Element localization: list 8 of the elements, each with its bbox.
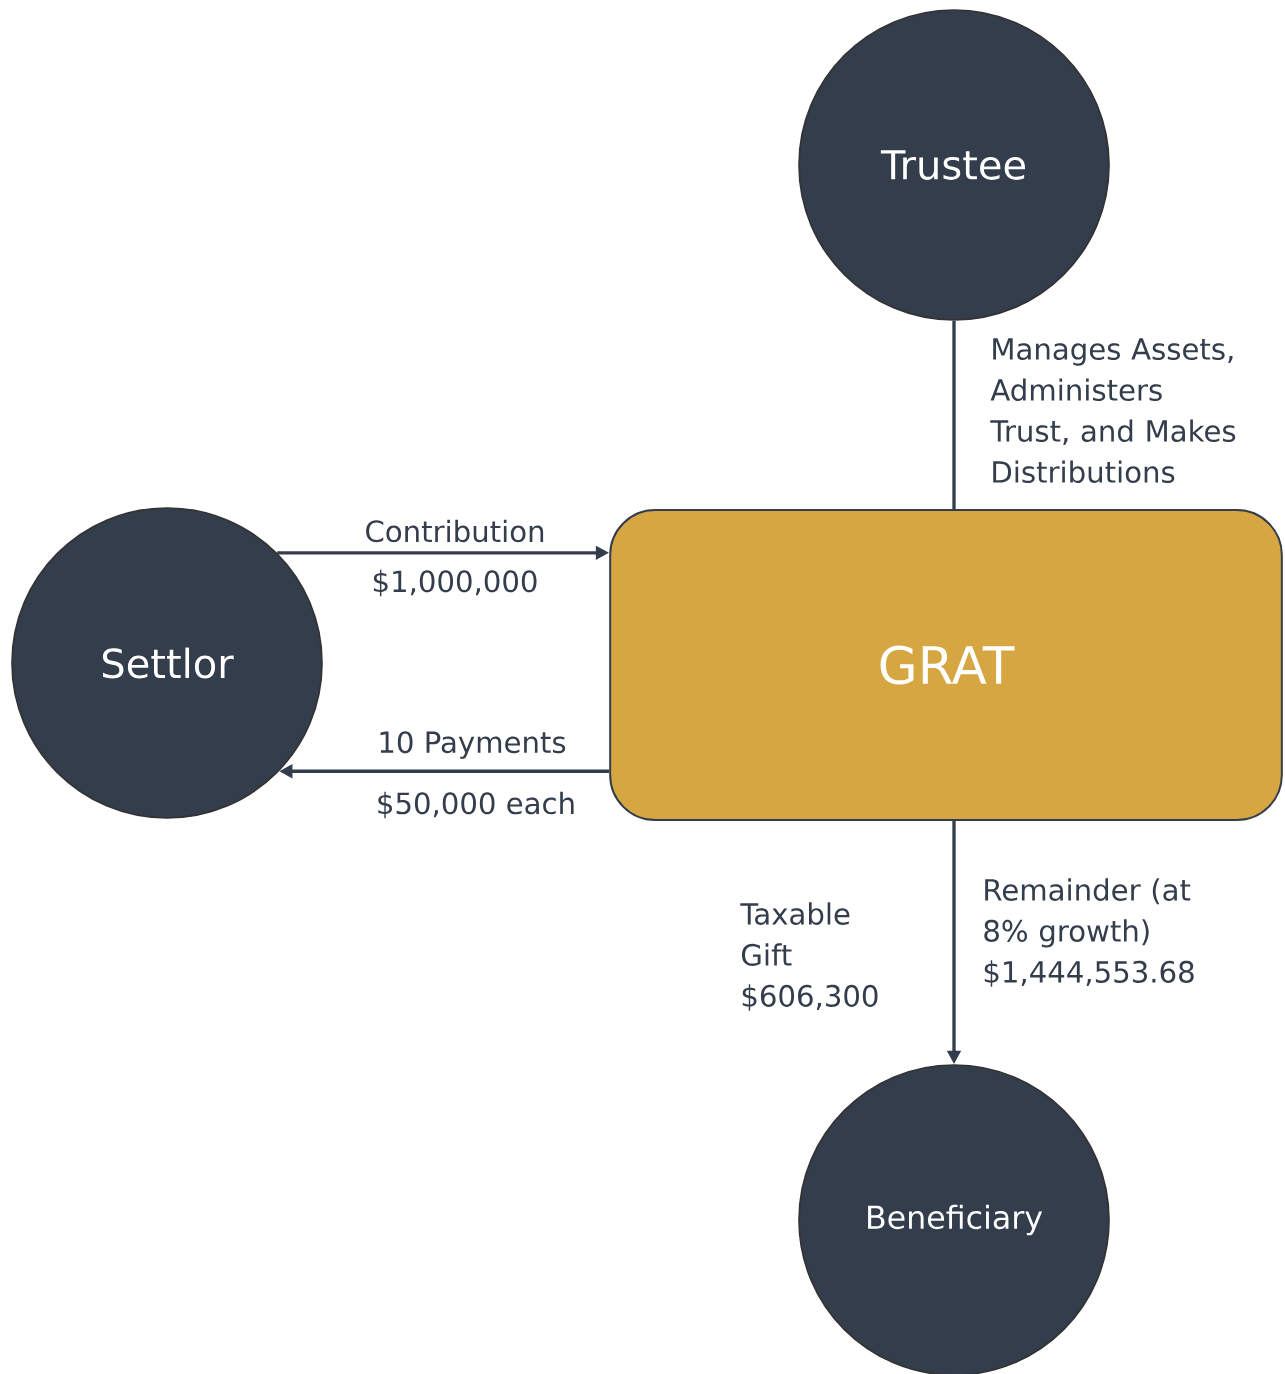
amount-label: $1,000,000 bbox=[373, 569, 537, 597]
edge-label: Remainder (at 8% growth) $1,444,553.68 bbox=[984, 878, 1194, 987]
edge-label: Manages Assets, Administers Trust, and Makes Distributions bbox=[990, 338, 1236, 483]
edge-label: 10 Payments bbox=[380, 731, 566, 759]
amount-label: Taxable Gift $606,300 bbox=[740, 902, 878, 1011]
grat-box: GRAT bbox=[609, 509, 1283, 821]
amount-label: $50,000 each bbox=[378, 791, 574, 819]
edge-label: Contribution bbox=[366, 519, 544, 543]
